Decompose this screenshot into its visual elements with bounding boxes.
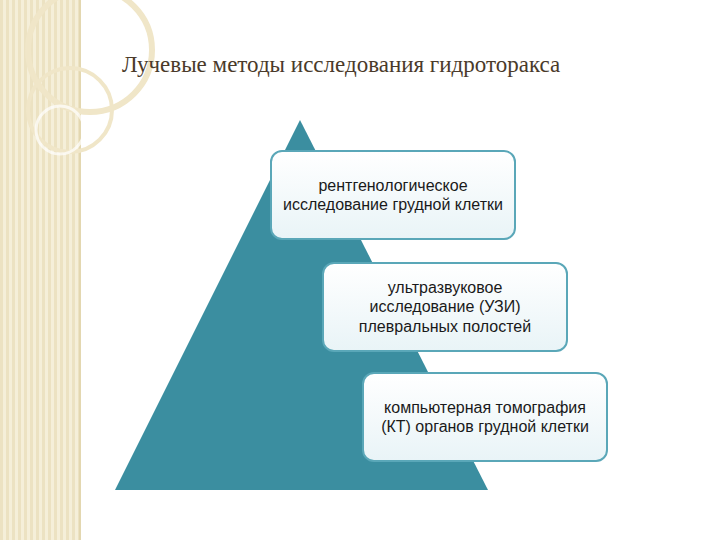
- method-label: компьютерная томография (КТ) органов гру…: [374, 398, 596, 436]
- method-box: рентгенологическое исследование грудной …: [270, 150, 516, 240]
- method-label: ультразвуковое исследование (УЗИ) плевра…: [334, 278, 556, 336]
- method-box: ультразвуковое исследование (УЗИ) плевра…: [322, 262, 568, 352]
- method-label: рентгенологическое исследование грудной …: [282, 176, 504, 214]
- method-box: компьютерная томография (КТ) органов гру…: [362, 372, 608, 462]
- slide-title: Лучевые методы исследования гидроторакса: [100, 52, 700, 78]
